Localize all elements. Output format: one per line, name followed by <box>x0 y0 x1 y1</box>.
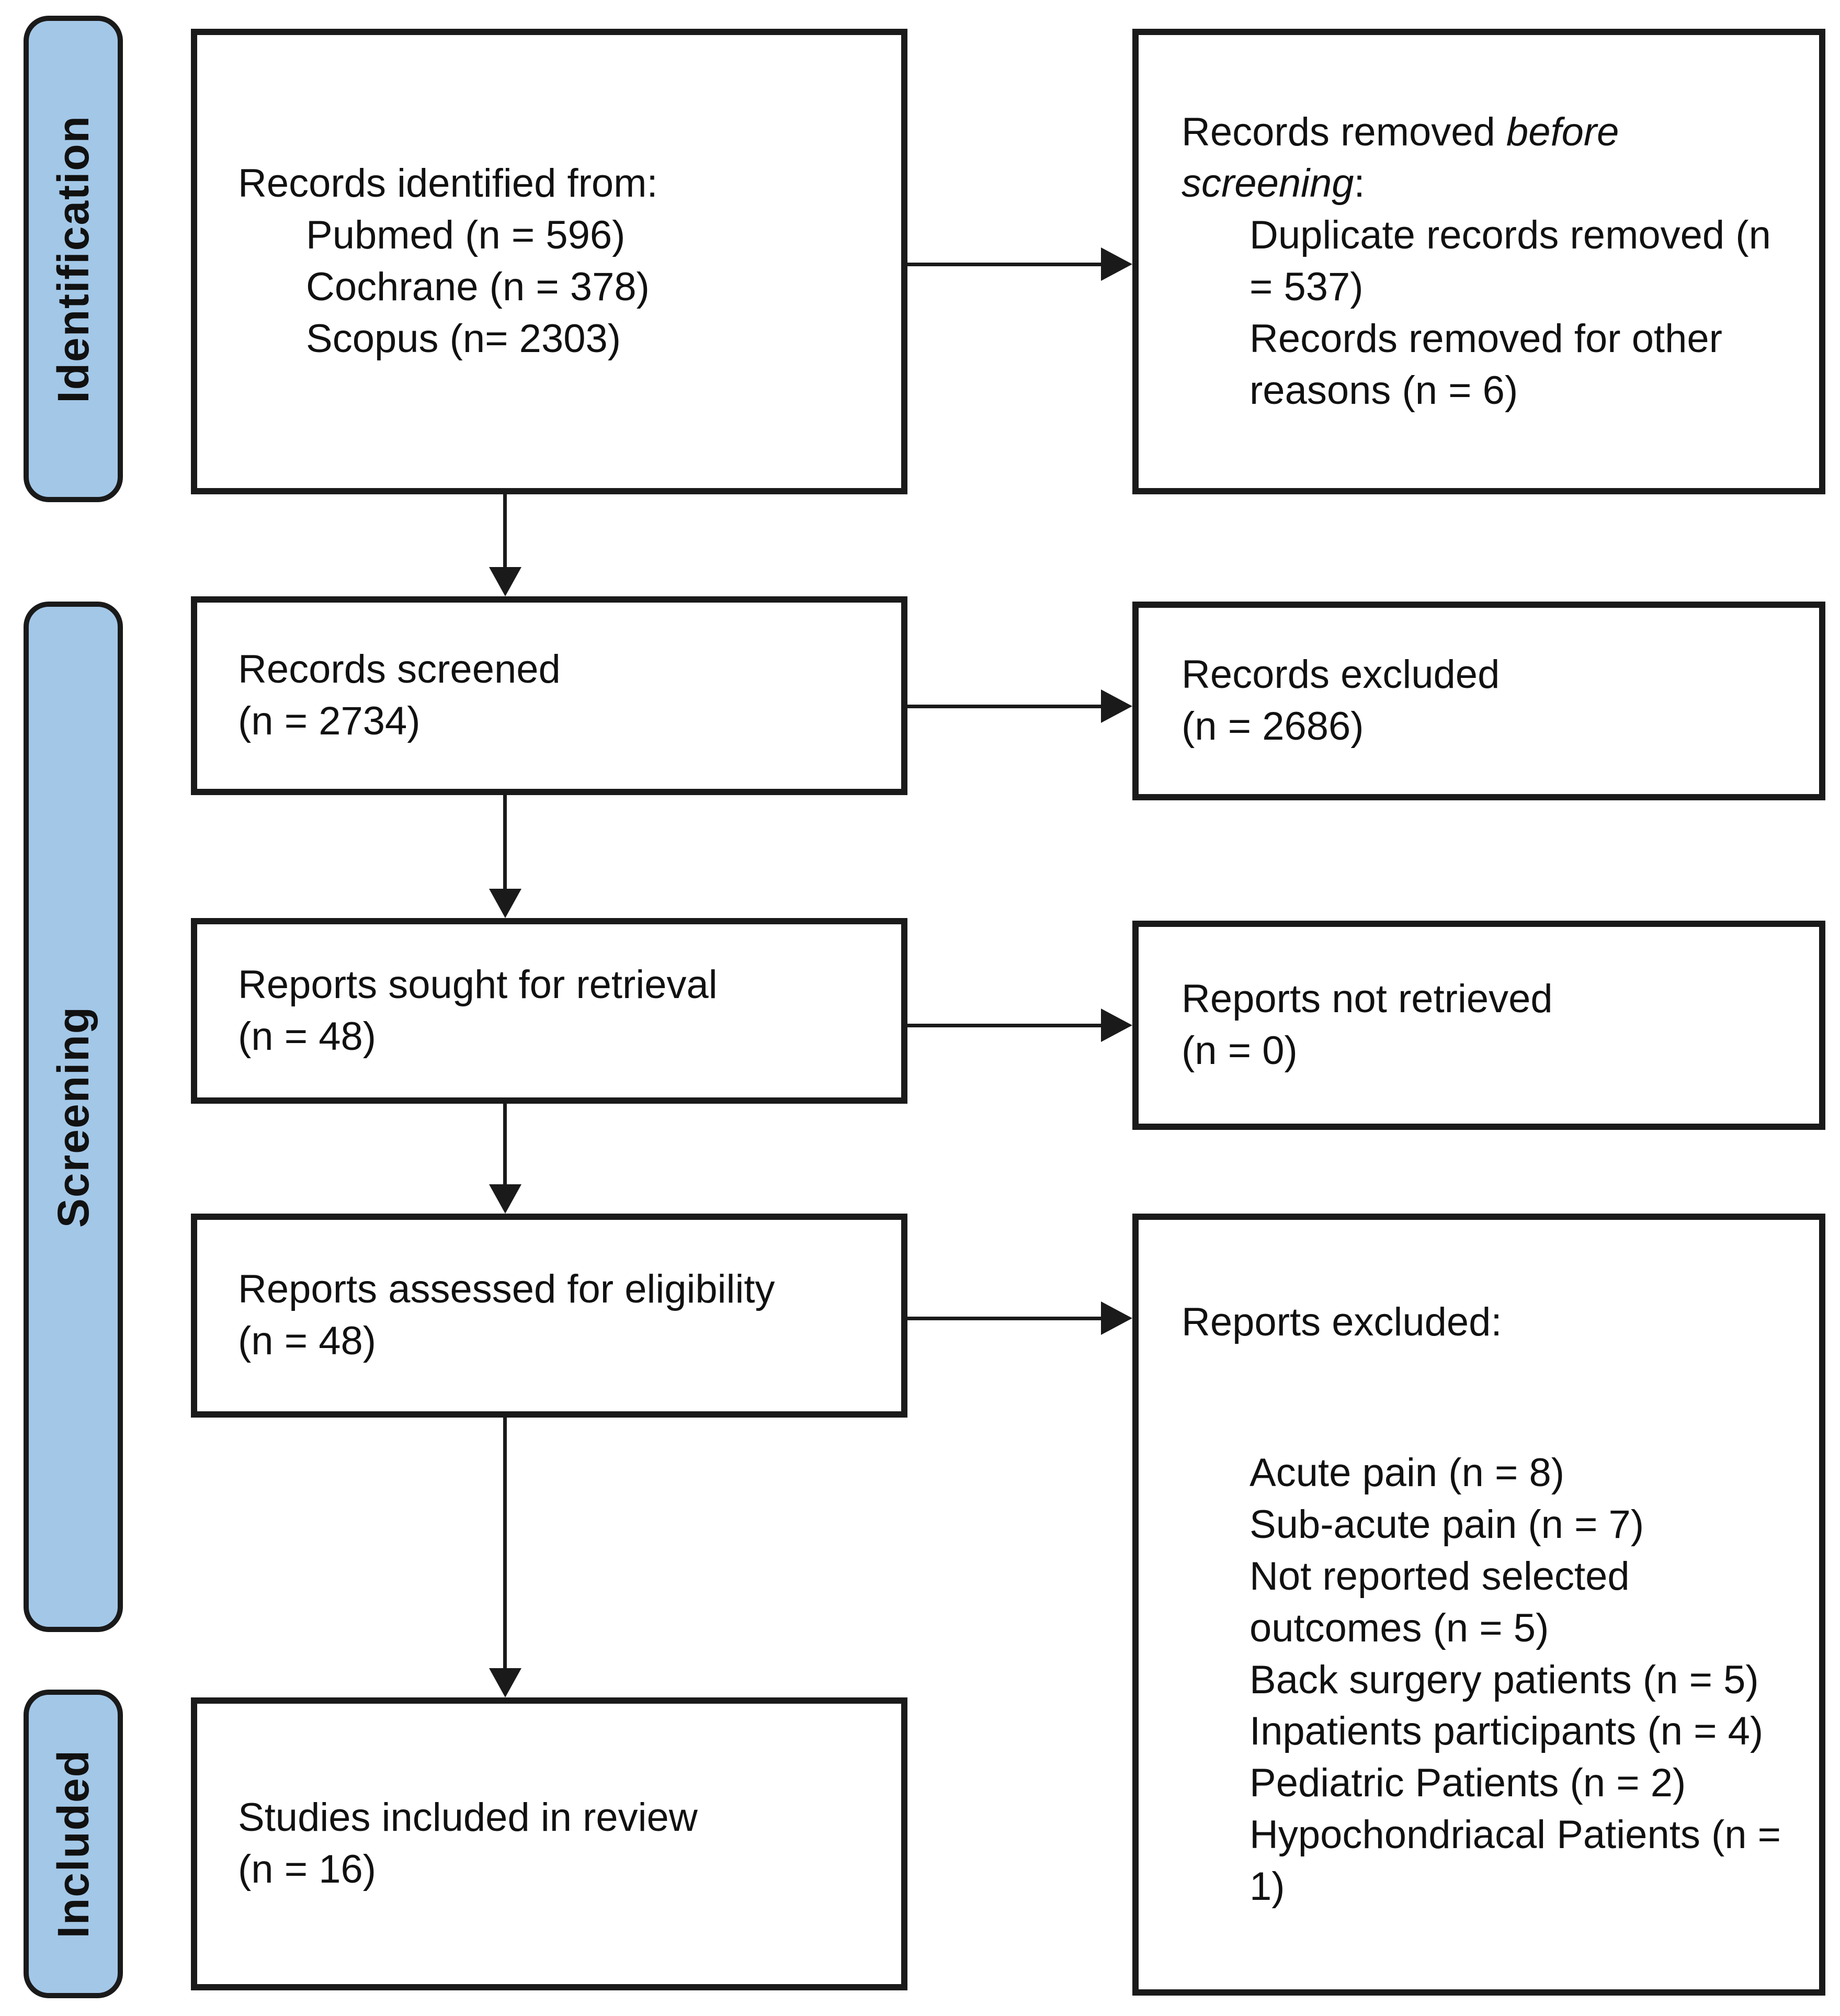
reports-excluded-reason: Inpatients participants (n = 4) <box>1250 1709 1764 1754</box>
box-reports-not-retrieved: Reports not retrieved (n = 0) <box>1132 921 1825 1130</box>
box-records-screened: Records screened (n = 2734) <box>191 596 907 795</box>
stage-bar-screening: Screening <box>24 602 123 1632</box>
reports-excluded-reason: Acute pain (n = 8) <box>1250 1451 1565 1496</box>
studies-included-count: (n = 16) <box>238 1847 377 1892</box>
reports-excluded-title: Reports excluded: <box>1182 1299 1502 1344</box>
records-removed-item: Duplicate records removed (n = 537) <box>1250 213 1771 309</box>
stage-label-identification: Identification <box>48 115 98 403</box>
reports-excluded-reason: Pediatric Patients (n = 2) <box>1250 1761 1686 1806</box>
records-removed-intro-suffix: : <box>1354 161 1365 206</box>
reports-sought-label: Reports sought for retrieval <box>238 962 718 1007</box>
reports-excluded-reason: Hypochondriacal Patients (n = 1) <box>1250 1812 1781 1909</box>
box-studies-included: Studies included in review (n = 16) <box>191 1697 907 1990</box>
box-reports-sought: Reports sought for retrieval (n = 48) <box>191 918 907 1104</box>
records-removed-item: Records removed for other reasons (n = 6… <box>1250 316 1722 413</box>
arrow-stem <box>907 1024 1102 1027</box>
stage-bar-identification: Identification <box>24 16 123 502</box>
reports-assessed-label: Reports assessed for eligibility <box>238 1267 775 1312</box>
arrow-head-down-icon <box>489 889 521 918</box>
arrow-head-down-icon <box>489 1668 521 1697</box>
reports-not-retrieved-count: (n = 0) <box>1182 1028 1298 1073</box>
box-reports-excluded: Reports excluded: Acute pain (n = 8) Sub… <box>1132 1214 1825 1996</box>
reports-not-retrieved-label: Reports not retrieved <box>1182 977 1553 1022</box>
arrow-head-down-icon <box>489 567 521 596</box>
arrow-head-down-icon <box>489 1184 521 1214</box>
arrow-stem <box>907 1317 1102 1320</box>
arrow-stem <box>503 795 507 890</box>
records-identified-source: Scopus (n= 2303) <box>306 316 621 361</box>
records-screened-count: (n = 2734) <box>238 699 421 743</box>
records-identified-intro: Records identified from: <box>238 161 658 206</box>
records-screened-label: Records screened <box>238 647 561 692</box>
studies-included-label: Studies included in review <box>238 1795 698 1840</box>
records-identified-source: Cochrane (n = 378) <box>306 265 650 309</box>
arrow-head-right-icon <box>1101 1301 1132 1335</box>
box-records-removed: Records removed before screening: Duplic… <box>1132 29 1825 494</box>
arrow-head-right-icon <box>1101 689 1132 723</box>
records-removed-intro-prefix: Records removed <box>1182 109 1506 154</box>
reports-excluded-reason: Sub-acute pain (n = 7) <box>1250 1502 1644 1547</box>
reports-excluded-reason: Not reported selected outcomes (n = 5) <box>1250 1554 1630 1650</box>
records-removed-intro: Records removed before screening: <box>1182 107 1803 210</box>
records-excluded-count: (n = 2686) <box>1182 704 1364 749</box>
arrow-stem <box>503 1104 507 1186</box>
records-identified-source: Pubmed (n = 596) <box>306 213 626 258</box>
records-removed-intro-italic: before screening <box>1182 109 1619 206</box>
stage-bar-included: Included <box>24 1690 123 1998</box>
records-excluded-label: Records excluded <box>1182 652 1500 697</box>
stage-label-screening: Screening <box>48 1005 98 1228</box>
box-records-excluded: Records excluded (n = 2686) <box>1132 602 1825 800</box>
arrow-stem <box>503 1418 507 1670</box>
arrow-stem <box>907 705 1102 708</box>
reports-sought-count: (n = 48) <box>238 1014 377 1059</box>
arrow-head-right-icon <box>1101 247 1132 281</box>
arrow-stem <box>907 263 1102 266</box>
reports-excluded-reason: Back surgery patients (n = 5) <box>1250 1657 1759 1702</box>
stage-label-included: Included <box>48 1749 98 1939</box>
arrow-stem <box>503 494 507 569</box>
box-reports-assessed: Reports assessed for eligibility (n = 48… <box>191 1214 907 1418</box>
reports-assessed-count: (n = 48) <box>238 1319 377 1363</box>
box-records-identified: Records identified from: Pubmed (n = 596… <box>191 29 907 494</box>
arrow-head-right-icon <box>1101 1009 1132 1042</box>
